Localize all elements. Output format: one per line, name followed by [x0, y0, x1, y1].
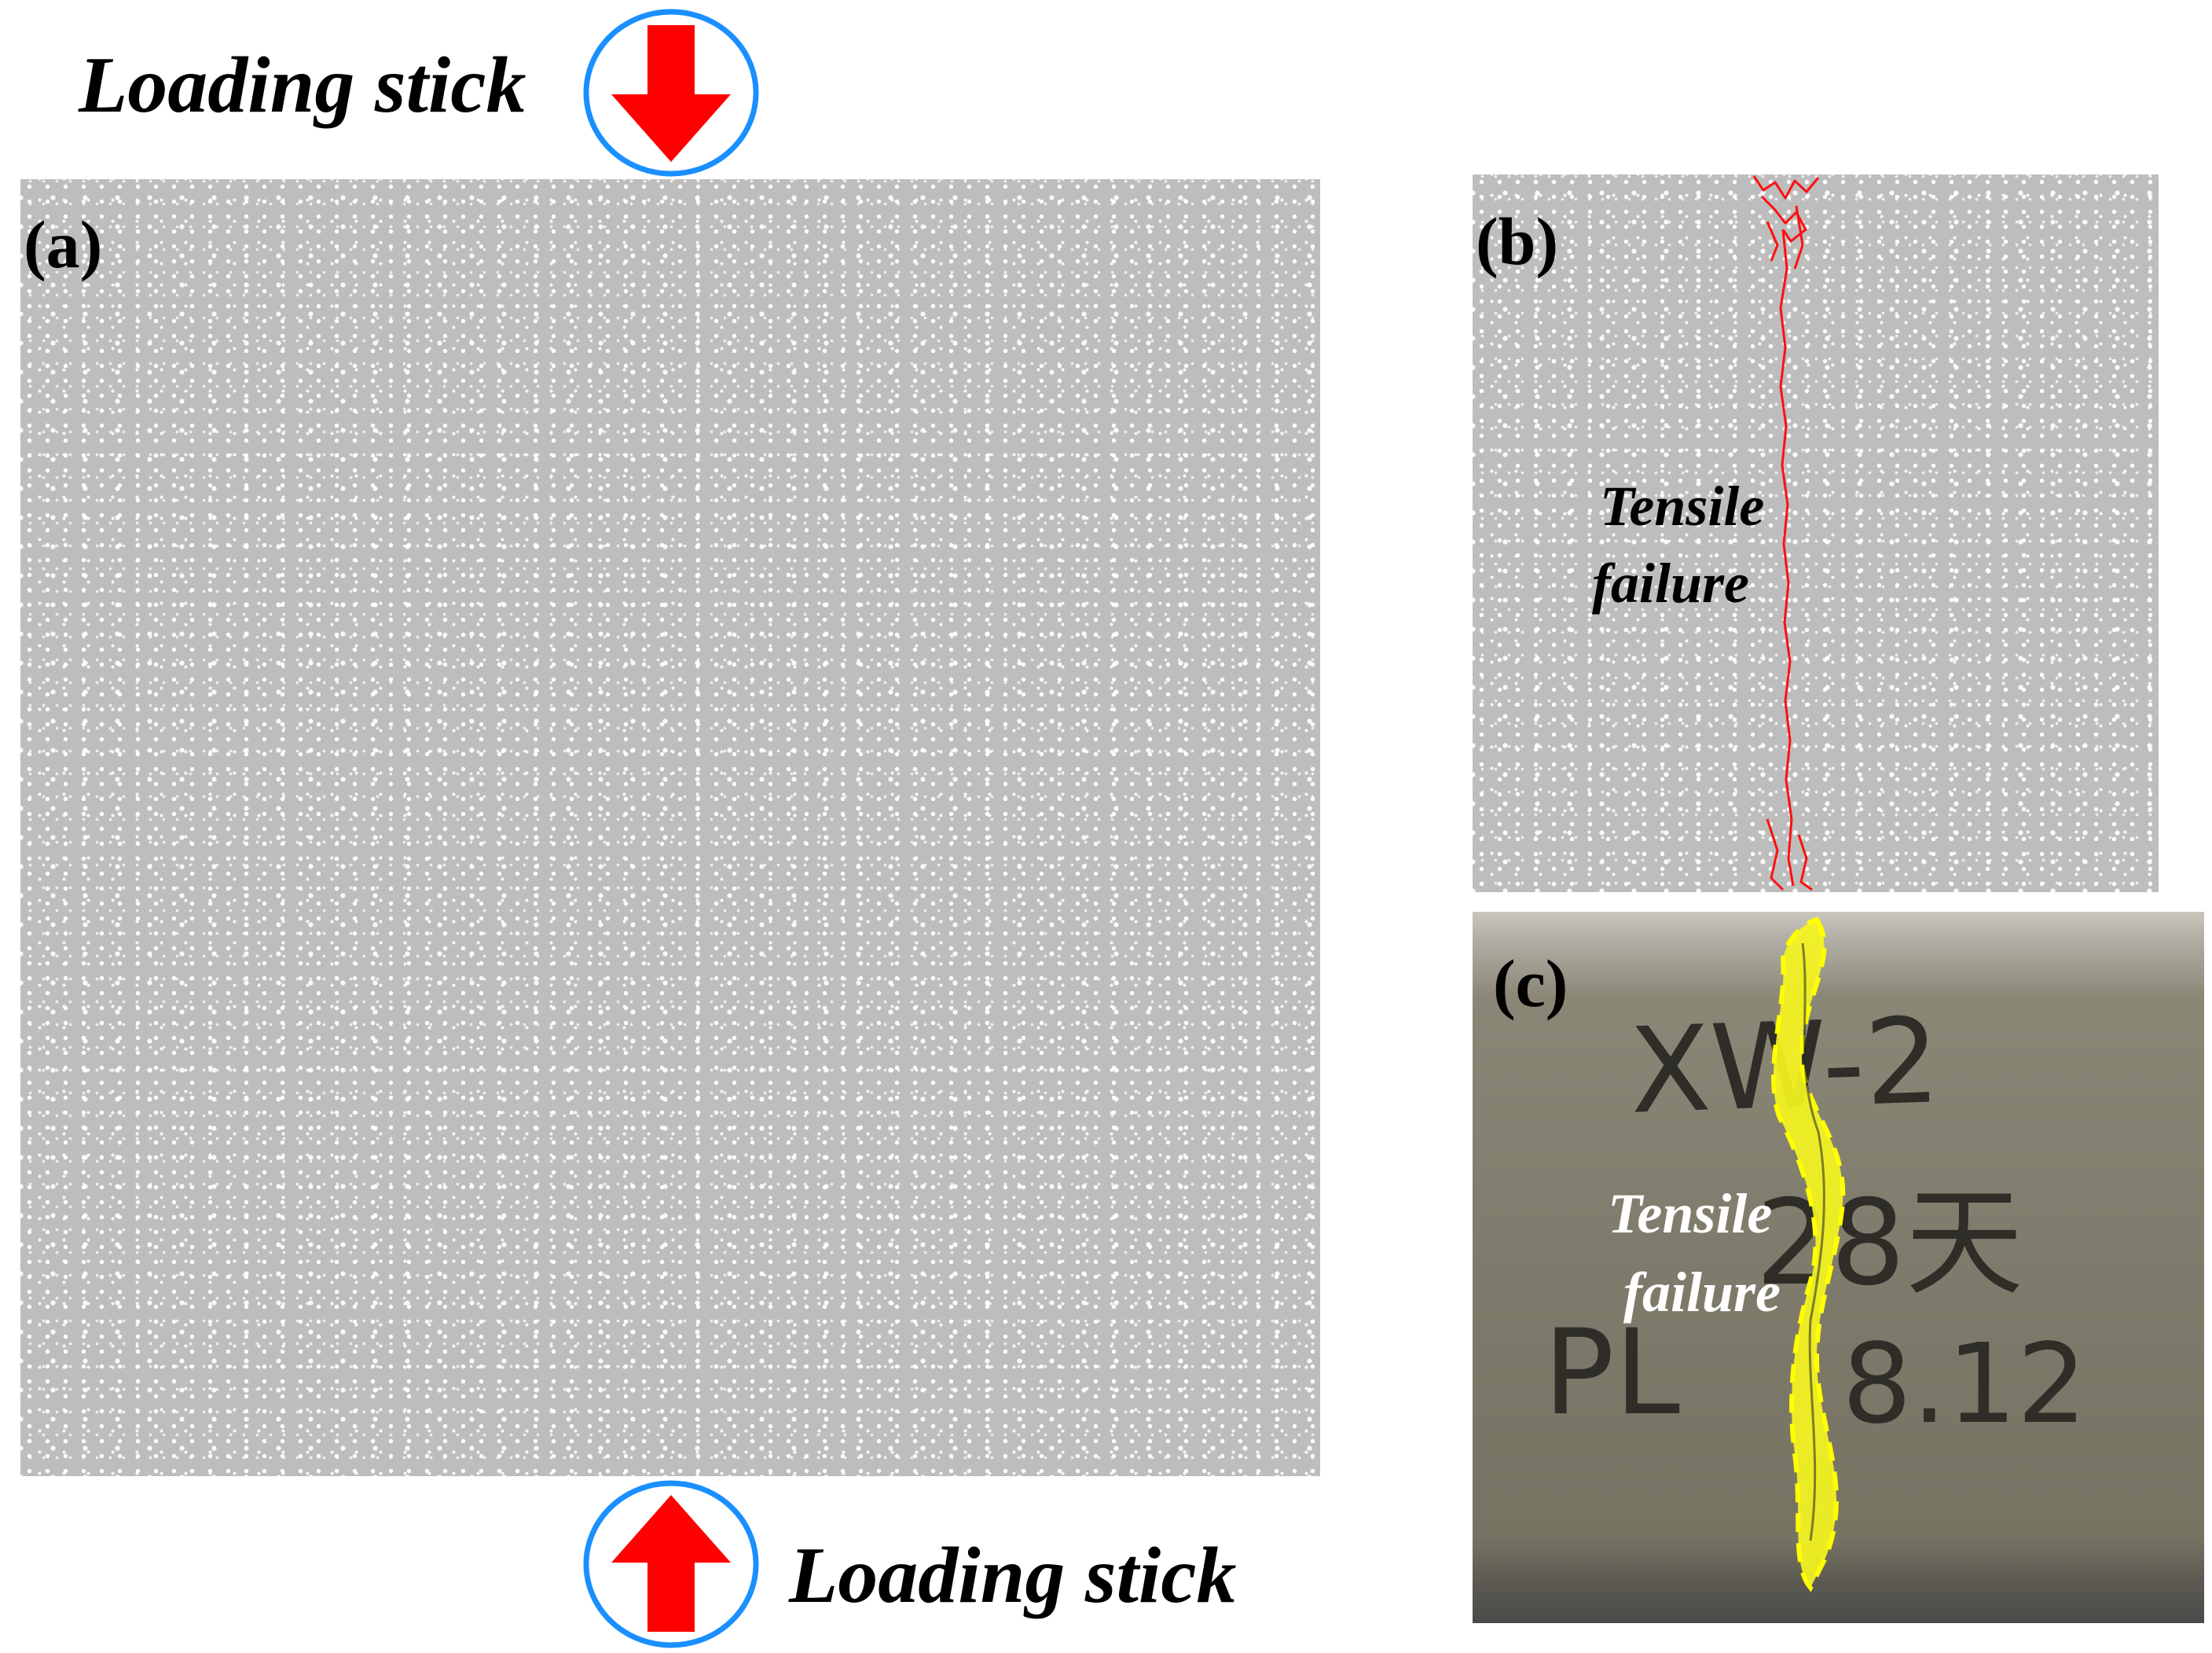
panel-c-photo: XW-2 28天 PL 8.12: [1473, 912, 2204, 1623]
panel-b-annotation-line2: failure: [1592, 552, 1750, 615]
crack-highlight: [1771, 916, 1846, 1592]
panel-b-simulation: [1473, 174, 2159, 892]
panel-a-letter: (a): [24, 207, 103, 282]
panel-c-annotation-line1: Tensile: [1608, 1182, 1773, 1245]
panel-b-letter: (b): [1476, 204, 1559, 279]
specimen-marking-line4: 8.12: [1842, 1321, 2087, 1449]
panel-c-annotation-line2: failure: [1623, 1261, 1781, 1324]
panel-a-specimen: [20, 179, 1320, 1476]
panel-b-annotation-line1: Tensile: [1600, 475, 1765, 538]
panel-c-letter: (c): [1493, 946, 1568, 1021]
specimen-marking-line2: 28天: [1755, 1175, 2023, 1312]
up-arrow-icon: [583, 1480, 759, 1648]
bottom-loading-stick-label: Loading stick: [789, 1531, 1237, 1620]
top-loading-stick-label: Loading stick: [79, 41, 526, 130]
tensile-crack-path: [1752, 175, 1820, 891]
down-arrow-icon: [583, 9, 759, 177]
specimen-marking-line3: PL: [1543, 1305, 1681, 1442]
